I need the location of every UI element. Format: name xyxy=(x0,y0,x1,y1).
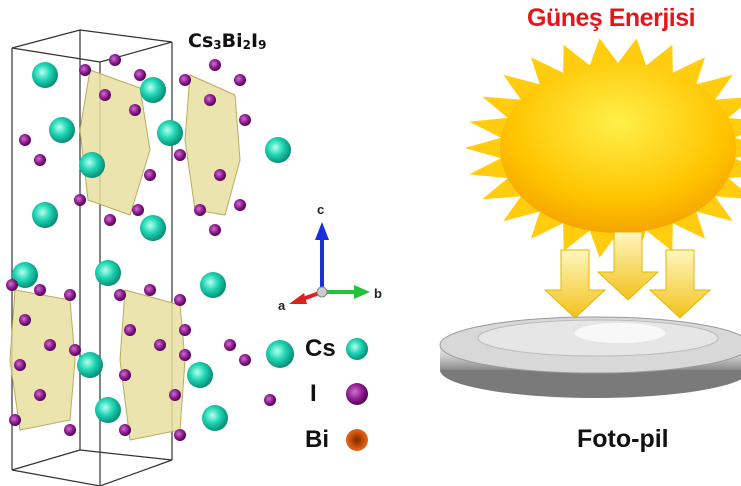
cs-atom xyxy=(49,117,75,143)
axis-label-a: a xyxy=(278,298,286,313)
cs-atom xyxy=(32,202,58,228)
i-atom xyxy=(6,279,18,291)
i-atom xyxy=(154,339,166,351)
axis-label-c: c xyxy=(317,202,325,217)
i-atom xyxy=(34,284,46,296)
formula-label: Cs3Bi2I9 xyxy=(188,30,266,52)
legend-i: I xyxy=(310,380,317,407)
cs-atom xyxy=(140,215,166,241)
axis-triad xyxy=(289,222,370,304)
unit-cell-edge xyxy=(11,47,101,63)
formula-sub-2: 2 xyxy=(242,38,251,52)
i-atom xyxy=(124,324,136,336)
i-atom xyxy=(119,424,131,436)
i-atom xyxy=(179,74,191,86)
i-atom xyxy=(169,389,181,401)
cs-atom xyxy=(200,272,226,298)
i-atom xyxy=(204,94,216,106)
unit-cell-edge xyxy=(99,459,173,486)
cs-atom xyxy=(32,62,58,88)
i-atom xyxy=(74,194,86,206)
i-atom xyxy=(144,284,156,296)
cs-atom xyxy=(95,397,121,423)
i-atom xyxy=(114,289,126,301)
i-atom xyxy=(129,104,141,116)
photocell-disk xyxy=(439,316,741,398)
i-atom xyxy=(174,429,186,441)
cs-atom xyxy=(77,352,103,378)
formula-i: I xyxy=(250,30,259,52)
i-atom xyxy=(109,54,121,66)
legend-bi: Bi xyxy=(305,426,329,453)
i-atom xyxy=(119,369,131,381)
arrow-down-icon xyxy=(648,249,712,319)
i-atom xyxy=(14,359,26,371)
sun-disk xyxy=(500,63,736,233)
legend-cs: Cs xyxy=(305,335,336,362)
i-atom xyxy=(34,389,46,401)
cs-atom xyxy=(140,77,166,103)
i-atom xyxy=(64,289,76,301)
i-atom xyxy=(174,294,186,306)
cs-atom xyxy=(265,137,291,163)
caption-photocell: Foto-pil xyxy=(577,425,669,453)
bi-octahedron xyxy=(119,289,186,441)
unit-cell-edge xyxy=(79,29,173,43)
title-solar-energy: Güneş Enerjisi xyxy=(527,4,696,32)
i-atom xyxy=(132,204,144,216)
unit-cell-edge xyxy=(11,29,81,49)
sun-icon xyxy=(464,38,741,258)
unit-cell-edge xyxy=(79,449,173,461)
sunlight-arrows xyxy=(543,231,712,319)
cs-atom xyxy=(12,262,38,288)
cs-atom xyxy=(187,362,213,388)
i-atom xyxy=(44,339,56,351)
i-atom xyxy=(19,314,31,326)
formula-cs: Cs xyxy=(188,30,214,52)
i-atom xyxy=(174,149,186,161)
unit-cell-edge xyxy=(11,449,81,471)
i-atom xyxy=(209,224,221,236)
formula-sub-9: 9 xyxy=(258,38,267,52)
i-atom xyxy=(234,74,246,86)
i-atom xyxy=(264,394,276,406)
unit-cell-edge xyxy=(11,469,101,486)
i-atom xyxy=(239,114,251,126)
i-atom xyxy=(179,349,191,361)
i-atom xyxy=(64,424,76,436)
i-atom xyxy=(224,339,236,351)
cs-atom xyxy=(95,260,121,286)
arrow-down-icon xyxy=(543,249,607,319)
i-atom xyxy=(209,59,221,71)
cs-atom xyxy=(79,152,105,178)
i-atom xyxy=(79,64,91,76)
i-atom xyxy=(134,69,146,81)
i-atom xyxy=(69,344,81,356)
formula-bi: Bi xyxy=(221,30,243,52)
i-atom xyxy=(104,214,116,226)
i-atom xyxy=(19,134,31,146)
arrow-down-icon xyxy=(596,231,660,301)
axis-label-b: b xyxy=(374,286,382,301)
i-atom xyxy=(239,354,251,366)
i-atom xyxy=(214,169,226,181)
i-atom xyxy=(234,199,246,211)
formula-sub-3: 3 xyxy=(213,38,222,52)
crystal-structure xyxy=(6,29,291,486)
i-atom xyxy=(9,414,21,426)
legend-markers xyxy=(266,338,368,451)
cs-atom xyxy=(202,405,228,431)
i-atom xyxy=(194,204,206,216)
bi-octahedron xyxy=(184,74,241,216)
i-atom xyxy=(34,154,46,166)
bi-octahedron xyxy=(79,69,151,216)
cs-atom xyxy=(157,120,183,146)
i-atom xyxy=(144,169,156,181)
i-atom xyxy=(99,89,111,101)
i-atom xyxy=(179,324,191,336)
